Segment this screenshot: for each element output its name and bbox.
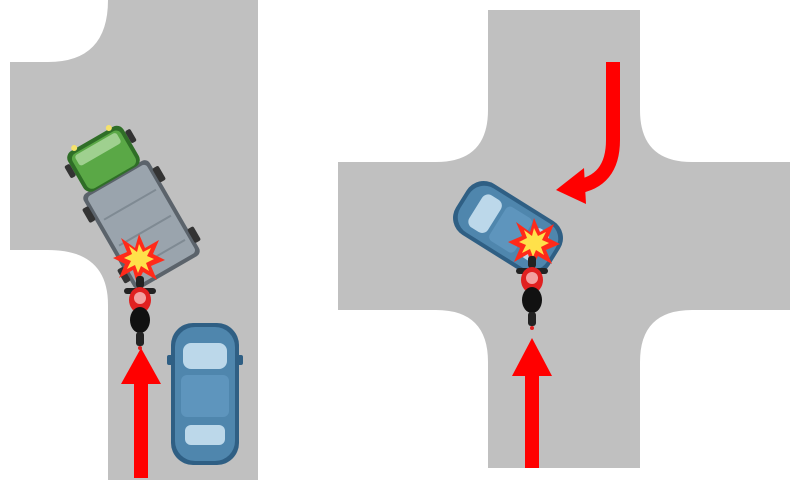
car-left [167, 323, 243, 465]
arrow-curve-right [556, 62, 620, 204]
right-scene [338, 10, 790, 468]
crash-burst-left [113, 234, 165, 284]
crash-burst-right [508, 218, 560, 268]
motorcycle-left [124, 276, 156, 350]
arrow-up-right [512, 338, 552, 468]
arrow-up-left [121, 348, 161, 478]
right-road [338, 10, 790, 468]
left-scene [10, 0, 258, 480]
motorcycle-right [516, 256, 548, 330]
